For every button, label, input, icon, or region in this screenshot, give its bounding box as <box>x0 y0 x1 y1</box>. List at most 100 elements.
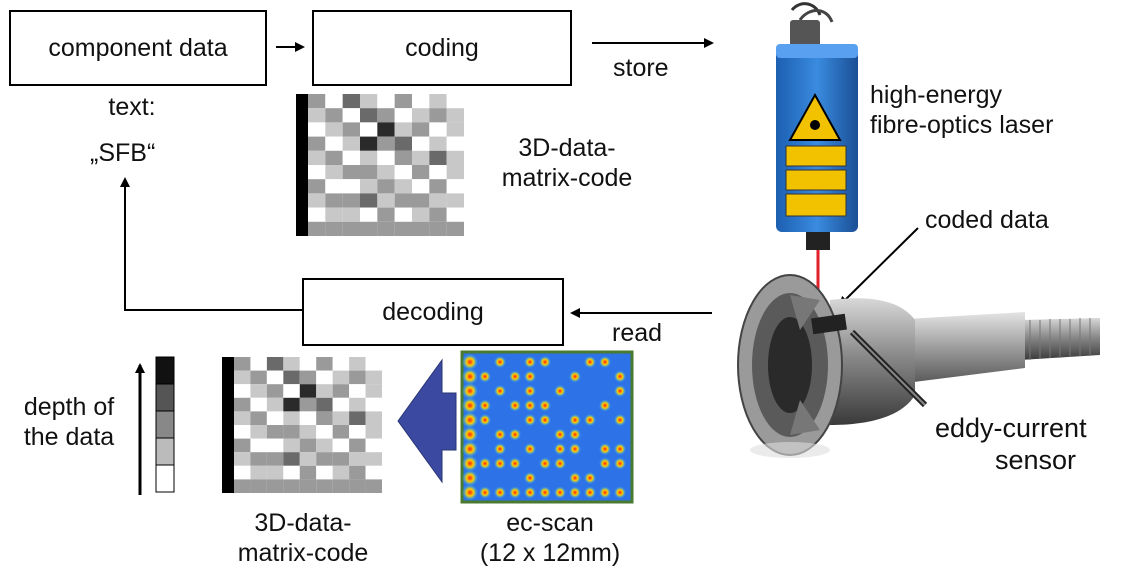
matrix-cell <box>332 411 350 425</box>
matrix-cell <box>377 94 395 109</box>
ec-scan-heatmap-icon <box>460 350 634 504</box>
matrix-cell <box>377 165 395 180</box>
laser-label: high-energy fibre-optics laser <box>870 81 1054 139</box>
matrix-cell <box>365 452 382 466</box>
matrix-cell <box>429 179 447 194</box>
eddy-current-sensor-label: eddy-current sensor <box>935 413 1087 476</box>
matrix-cell <box>394 150 412 165</box>
matrix-cell <box>250 370 267 385</box>
matrix-cell <box>365 465 382 480</box>
matrix-finder-bar <box>222 357 234 493</box>
decoding-box: decoding <box>302 278 564 346</box>
matrix-cell <box>349 384 366 398</box>
ec-scan-hotspot <box>614 486 626 499</box>
matrix-cell <box>308 179 326 194</box>
matrix-cell <box>308 193 326 208</box>
ec-scan-hotspot <box>494 356 506 368</box>
matrix-cell <box>250 411 267 425</box>
ec-scan-hotspot <box>554 428 566 441</box>
matrix-cell <box>234 479 251 493</box>
matrix-cell <box>360 221 378 236</box>
matrix-cell <box>360 179 378 194</box>
matrix-cell <box>377 150 395 165</box>
matrix-cell <box>299 370 317 385</box>
ec-scan-hotspot <box>494 457 506 470</box>
matrix-cell <box>332 479 350 493</box>
matrix-cell <box>446 136 464 151</box>
matrix-cell <box>316 411 333 425</box>
ec-scan-hotspot <box>524 414 536 426</box>
matrix-code-top-label: 3D-data- matrix-code <box>501 134 633 192</box>
matrix-cell <box>394 193 412 208</box>
matrix-cell <box>308 165 326 180</box>
ec-scan-hotspot <box>494 385 506 397</box>
ec-scan-hotspot <box>524 370 536 383</box>
matrix-cell <box>266 370 284 385</box>
ec-scan-hotspot <box>584 414 596 426</box>
ec-scan-hotspot <box>584 472 596 484</box>
matrix-cell <box>266 384 284 398</box>
ec-scan-hotspot <box>462 354 478 370</box>
ec-scan-hotspot <box>462 470 478 486</box>
matrix-cell <box>365 370 382 385</box>
matrix-cell <box>365 357 382 371</box>
ec-scan-hotspot <box>509 428 521 441</box>
ec-scan-hotspot <box>524 399 536 412</box>
matrix-cell <box>394 136 412 151</box>
matrix-cell <box>365 411 382 425</box>
matrix-cell <box>429 94 447 109</box>
matrix-cell <box>299 452 317 466</box>
matrix-cell <box>283 397 300 412</box>
matrix-cell <box>394 122 412 137</box>
matrix-cell <box>299 465 317 480</box>
matrix-cell <box>394 94 412 109</box>
matrix-cell <box>332 452 350 466</box>
matrix-cell <box>283 452 300 466</box>
ec-scan-hotspot <box>569 370 581 383</box>
cv-joint-shaft-icon <box>737 274 1100 458</box>
component-data-box: component data <box>9 10 267 86</box>
ec-scan-hotspot <box>462 383 478 399</box>
ec-scan-hotspot <box>614 443 626 455</box>
matrix-cell <box>360 193 378 208</box>
matrix-cell <box>349 438 366 453</box>
arrow-coded-data <box>838 227 919 307</box>
matrix-cell <box>266 357 284 371</box>
matrix-cell <box>299 479 317 493</box>
matrix-cell <box>394 207 412 222</box>
matrix-cell <box>234 425 251 439</box>
ec-scan-hotspot <box>554 486 566 499</box>
arrow-decoding-to-text <box>120 177 302 311</box>
ec-scan-hotspot <box>462 412 478 428</box>
matrix-cell <box>342 122 360 137</box>
ec-scan-hotspot <box>462 455 478 472</box>
matrix-finder-bar <box>296 94 308 236</box>
matrix-cell <box>308 122 326 137</box>
matrix-cell <box>325 165 343 180</box>
matrix-cell <box>429 193 447 208</box>
matrix-cell <box>394 179 412 194</box>
ec-scan-hotspot <box>554 385 566 397</box>
ec-scan-hotspot <box>479 414 491 426</box>
ec-scan-hotspot <box>524 356 536 368</box>
matrix-cell <box>325 94 343 109</box>
ec-scan-hotspot <box>462 368 478 385</box>
matrix-cell <box>299 425 317 439</box>
matrix-cell <box>349 357 366 371</box>
ec-scan-hotspot <box>584 356 596 368</box>
matrix-cell <box>325 136 343 151</box>
ec-scan-label: ec-scan (12 x 12mm) <box>479 509 621 567</box>
matrix-cell <box>412 165 430 180</box>
matrix-cell <box>325 150 343 165</box>
matrix-cell <box>349 425 366 439</box>
matrix-cell <box>299 384 317 398</box>
ec-scan-hotspot <box>539 356 551 368</box>
matrix-cell <box>412 108 430 123</box>
matrix-cell <box>332 384 350 398</box>
matrix-cell <box>250 452 267 466</box>
ec-scan-hotspot <box>494 486 506 499</box>
matrix-cell <box>342 150 360 165</box>
matrix-cell <box>394 221 412 236</box>
text-label: text: <box>108 93 156 121</box>
